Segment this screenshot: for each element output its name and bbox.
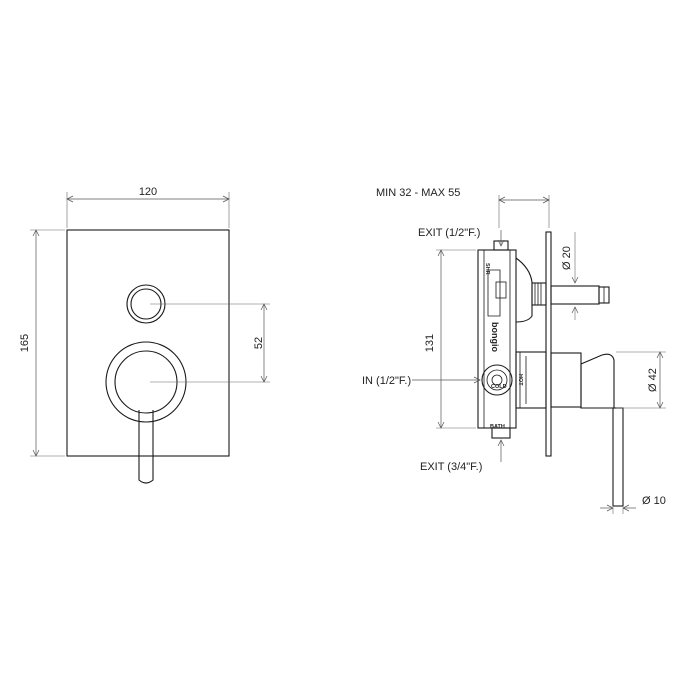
- depth-label: MIN 32 - MAX 55: [376, 187, 460, 199]
- height-label: 165: [19, 334, 31, 352]
- arrow: [497, 439, 505, 447]
- handle-rosette-side: [550, 352, 582, 408]
- handle-dia-label: Ø 42: [647, 368, 659, 392]
- arrow: [542, 196, 550, 204]
- lever-side: [612, 407, 624, 507]
- handle-body: [580, 353, 615, 409]
- lever-dia-label: Ø 10: [642, 495, 666, 507]
- cover-plate: [66, 229, 230, 457]
- arrow: [66, 195, 74, 203]
- inlet-port-core: [491, 374, 503, 386]
- diverter-sleeve: [531, 282, 547, 306]
- mark-shr: SHR: [484, 263, 490, 275]
- side-view: MIN 32 - MAX 55: [362, 187, 666, 514]
- arrow: [32, 229, 40, 237]
- front-view: 120 165 52: [19, 186, 270, 484]
- mark-cold: COLD: [491, 384, 507, 390]
- exit-top-label: EXIT (1/2"F.): [418, 227, 480, 239]
- arrow: [656, 351, 664, 359]
- arrow: [437, 249, 445, 257]
- arrow: [497, 239, 505, 247]
- mark-hot: HOT: [517, 374, 523, 386]
- diverter-spindle: [550, 285, 600, 305]
- inlet-port-outer: [481, 364, 513, 396]
- arrow: [571, 276, 579, 284]
- arrow: [498, 196, 506, 204]
- inlet-label: IN (1/2"F.): [362, 375, 411, 387]
- arrow: [473, 376, 481, 384]
- width-label: 120: [139, 186, 157, 198]
- arrow: [606, 504, 614, 512]
- arrow: [437, 421, 445, 429]
- upper-port-detail: [495, 281, 507, 299]
- brand-mark: bongio: [490, 322, 500, 352]
- arrow: [260, 375, 268, 383]
- spacing-label: 52: [253, 337, 265, 349]
- inlet-port-inner: [486, 369, 508, 391]
- bottom-outlet-stub: [491, 427, 511, 439]
- upper-port: [487, 269, 501, 317]
- arrow: [260, 303, 268, 311]
- exit-bottom-label: EXIT (3/4"F.): [420, 461, 482, 473]
- arrow: [656, 401, 664, 409]
- upper-housing: [515, 257, 533, 323]
- handle-lever: [138, 410, 154, 484]
- arrow: [571, 306, 579, 314]
- arrow: [32, 449, 40, 457]
- arrow: [222, 195, 230, 203]
- arrow: [622, 504, 630, 512]
- height-label-side: 131: [424, 334, 436, 352]
- cover-plate-side: [545, 231, 552, 457]
- mark-bath: BATH: [490, 424, 505, 430]
- mixer-housing: [515, 351, 547, 409]
- diverter-dia-label: Ø 20: [561, 246, 573, 270]
